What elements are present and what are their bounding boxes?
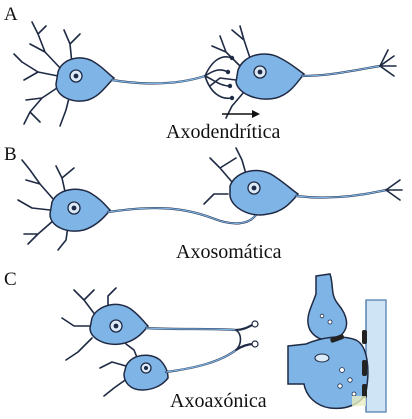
panel-b-caption: Axosomática [176, 241, 282, 263]
panel-c-letter: C [4, 269, 17, 290]
panel-a-caption: Axodendrítica [166, 121, 281, 143]
synapse-detail [288, 274, 386, 412]
neuron-a-postsynaptic [210, 26, 396, 118]
neuron-c-upper [62, 288, 258, 360]
panel-b: B [4, 144, 402, 263]
panel-c-caption: Axoaxónica [170, 390, 267, 412]
upper-terminal [308, 274, 347, 340]
panel-c: C [4, 269, 386, 412]
panel-a-letter: A [4, 4, 18, 25]
neuron-b-postsynaptic [204, 148, 402, 215]
panel-a: A [4, 4, 396, 143]
direction-arrow [222, 110, 260, 118]
neuron-a-presynaptic [14, 22, 234, 126]
postsynaptic-membrane [366, 300, 386, 412]
panel-b-letter: B [4, 144, 17, 165]
